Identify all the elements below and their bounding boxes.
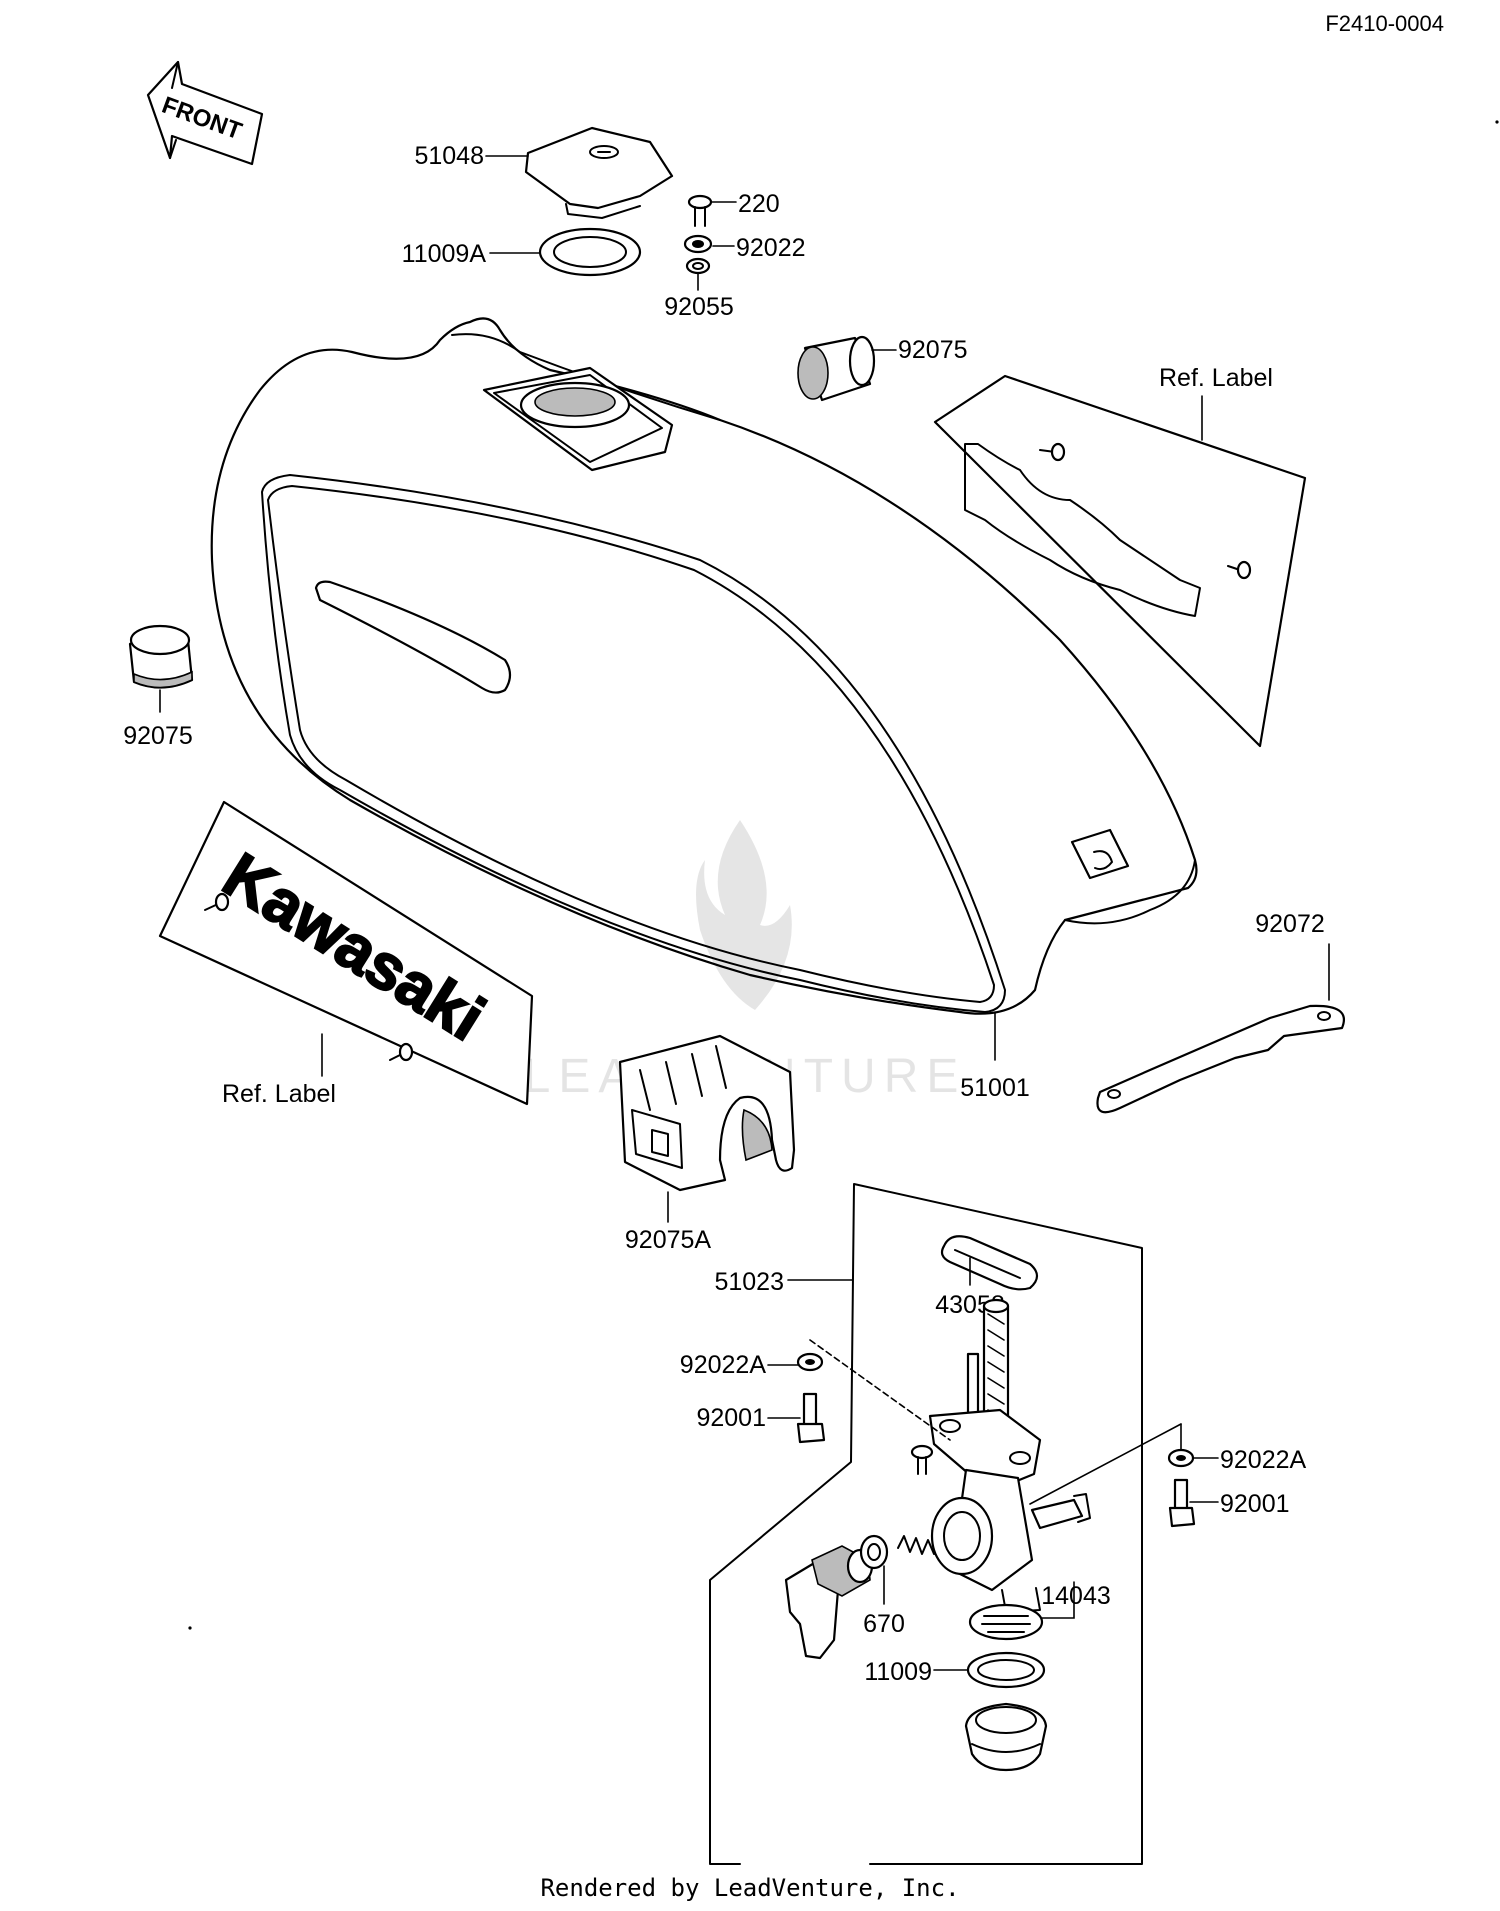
part-label-92022: 92022 xyxy=(736,234,806,262)
part-label-92075-left: 92075 xyxy=(123,722,193,750)
bolt-left-part xyxy=(796,1392,826,1444)
part-label-220: 220 xyxy=(738,190,780,218)
ref-label-right: Ref. Label xyxy=(1159,364,1273,392)
ref-label-left: Ref. Label xyxy=(222,1080,336,1108)
gasket-part xyxy=(538,227,642,277)
small-screw-part xyxy=(910,1444,934,1475)
small-washer-part xyxy=(685,257,711,275)
fuel-cap-part xyxy=(524,126,674,219)
part-label-92075a: 92075A xyxy=(625,1226,712,1254)
washer-left-part xyxy=(796,1352,824,1372)
rubber-damper-top-part xyxy=(797,335,876,402)
part-label-92001-right: 92001 xyxy=(1220,1490,1290,1518)
fuel-tank-part xyxy=(210,317,1198,1015)
part-label-14043: 14043 xyxy=(1041,1582,1111,1610)
rubber-cushion-part xyxy=(618,1034,796,1192)
part-label-92055: 92055 xyxy=(664,293,734,321)
part-label-92022a-right: 92022A xyxy=(1220,1446,1307,1474)
part-label-51001: 51001 xyxy=(960,1074,1030,1102)
reference-label-right-sheet xyxy=(933,374,1307,748)
strainer-part xyxy=(968,1603,1044,1641)
mounting-bracket-part xyxy=(1096,1004,1345,1114)
screw-part xyxy=(687,194,713,227)
footer-credit: Rendered by LeadVenture, Inc. xyxy=(540,1874,959,1902)
rubber-damper-left-part xyxy=(128,624,194,689)
part-label-92001-left: 92001 xyxy=(696,1404,766,1432)
spring-part xyxy=(897,1535,935,1555)
part-label-11009a: 11009A xyxy=(402,240,487,268)
washer-right-part xyxy=(1167,1448,1195,1468)
lever-handle-part xyxy=(784,1545,874,1660)
part-label-92075-top: 92075 xyxy=(898,336,968,364)
part-label-11009: 11009 xyxy=(864,1658,932,1686)
part-label-51048: 51048 xyxy=(414,142,484,170)
ring-part xyxy=(859,1534,889,1570)
washer-part xyxy=(683,234,713,254)
part-label-670: 670 xyxy=(863,1610,905,1638)
fuel-cock-part xyxy=(928,1298,1091,1613)
o-ring-gasket-part xyxy=(940,1235,1039,1291)
cup-gasket-part xyxy=(966,1651,1046,1689)
part-label-51023: 51023 xyxy=(714,1268,784,1296)
diagram-code: F2410-0004 xyxy=(1325,11,1444,36)
front-arrow-icon: FRONT xyxy=(146,60,264,166)
sediment-cup-part xyxy=(964,1702,1048,1772)
part-label-92022a-left: 92022A xyxy=(680,1351,767,1379)
part-label-92072: 92072 xyxy=(1255,910,1325,938)
bolt-right-part xyxy=(1168,1478,1196,1528)
